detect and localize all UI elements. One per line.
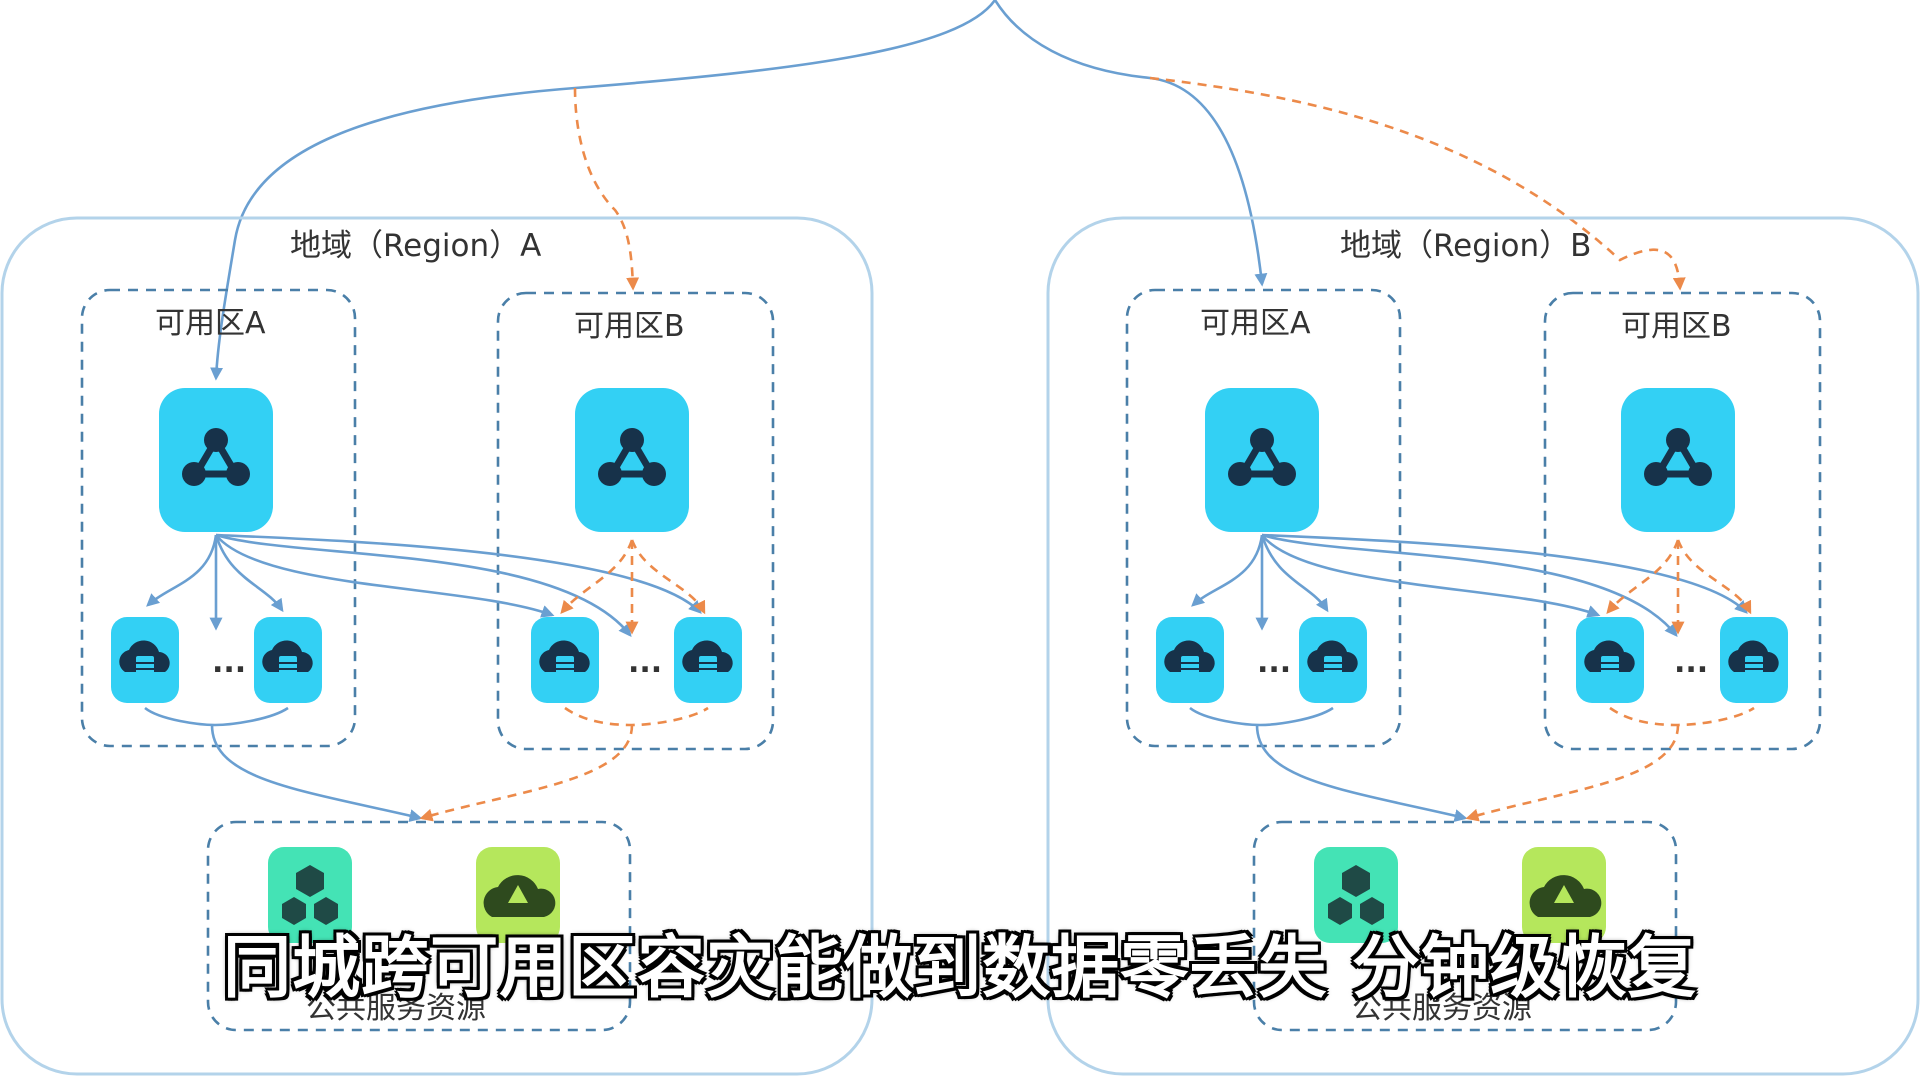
region-a-label: 地域（Region）A: [290, 228, 541, 264]
region-b: 地域（Region）B 可用区A ... 可用区B ...: [1046, 216, 1920, 1076]
region-a-orange-to-shared: [422, 706, 709, 818]
ingress-line-a: [210, 0, 997, 381]
region-a-zone-b-server-icon-2: [673, 616, 743, 704]
region-b-orange-distribution: [1606, 539, 1752, 635]
region-b-shared-label: 公共服务资源: [1352, 991, 1532, 1026]
region-a-zone-a-server-icon-2: [253, 616, 323, 704]
region-b-zone-b-server-icon-2: [1719, 616, 1789, 704]
region-b-zone-b-server-icon-1: [1575, 616, 1645, 704]
failover-line-b: [1149, 76, 1686, 291]
region-b-zone-a-server-icon-1: [1155, 616, 1225, 704]
region-a: 地域（Region）A 可用区A ... 可用区B ...: [0, 216, 874, 1076]
region-b-zone-a-load-balancer-icon: [1205, 388, 1319, 532]
region-a-shared-label: 公共服务资源: [306, 991, 486, 1026]
region-b-box: [1046, 216, 1920, 1076]
region-b-zone-b-label: 可用区B: [1621, 309, 1732, 344]
region-a-zone-b-box: [496, 291, 775, 751]
region-a-zone-a-load-balancer-icon: [159, 388, 273, 532]
region-b-orange-to-shared: [1468, 706, 1755, 818]
region-a-zone-a-label: 可用区A: [155, 306, 266, 341]
region-b-zone-a-ellipsis: ...: [1257, 645, 1291, 680]
failover-line-a: [573, 87, 640, 291]
region-b-blue-distribution: [1191, 533, 1748, 638]
region-b-zone-b-box: [1543, 291, 1822, 751]
region-a-zone-a-server-icon-1: [110, 616, 180, 704]
region-a-blue-distribution: [146, 533, 702, 638]
region-a-box: [0, 216, 874, 1076]
region-a-shared-box: [206, 820, 632, 1032]
region-a-orange-distribution: [560, 539, 706, 635]
subtitle-caption: 同城跨可用区容灾能做到数据零丢失 分钟级恢复: [223, 929, 1697, 1008]
region-b-zone-b-ellipsis: ...: [1674, 645, 1708, 680]
ingress-line-b: [993, 0, 1268, 287]
region-b-zone-b-load-balancer-icon: [1621, 388, 1735, 532]
region-a-zone-b-ellipsis: ...: [628, 645, 662, 680]
region-b-zone-a-server-icon-2: [1298, 616, 1368, 704]
region-b-blue-to-shared: [1189, 706, 1465, 818]
region-b-zone-a-label: 可用区A: [1200, 306, 1311, 341]
region-a-blue-to-shared: [144, 706, 420, 818]
region-a-zone-b-label: 可用区B: [574, 309, 685, 344]
region-a-zone-b-server-icon-1: [530, 616, 600, 704]
region-b-label: 地域（Region）B: [1340, 228, 1591, 264]
region-a-zone-b-load-balancer-icon: [575, 388, 689, 532]
region-b-shared-box: [1252, 820, 1678, 1032]
region-a-zone-a-ellipsis: ...: [212, 645, 246, 680]
